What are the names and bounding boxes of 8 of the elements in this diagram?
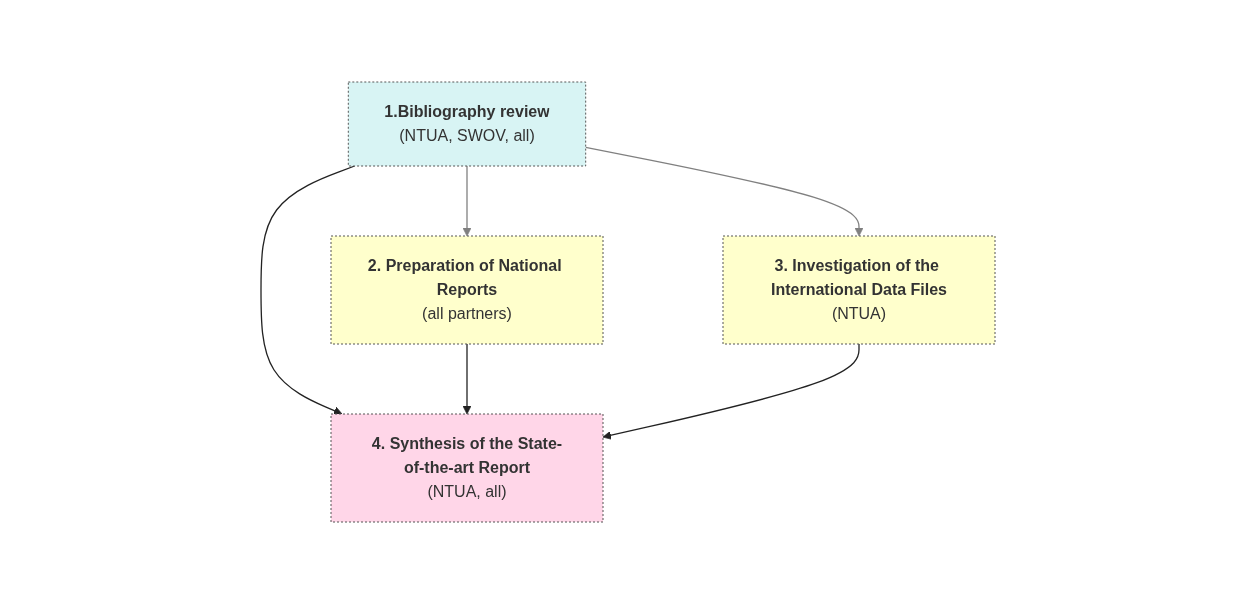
node-box: 3. Investigation of the International Data Files (NTUA): [722, 235, 996, 345]
arrow: [602, 343, 860, 440]
node-box: 1.Bibliography review (NTUA, SWOV, all): [347, 81, 587, 167]
arrow: [462, 165, 472, 237]
node-box: 2. Preparation of National Reports (all partners): [330, 235, 604, 345]
arrow: [585, 146, 864, 237]
node-box: 4. Synthesis of the State-of-the-art Report (NTUA, all): [330, 413, 604, 523]
arrow: [462, 343, 472, 415]
